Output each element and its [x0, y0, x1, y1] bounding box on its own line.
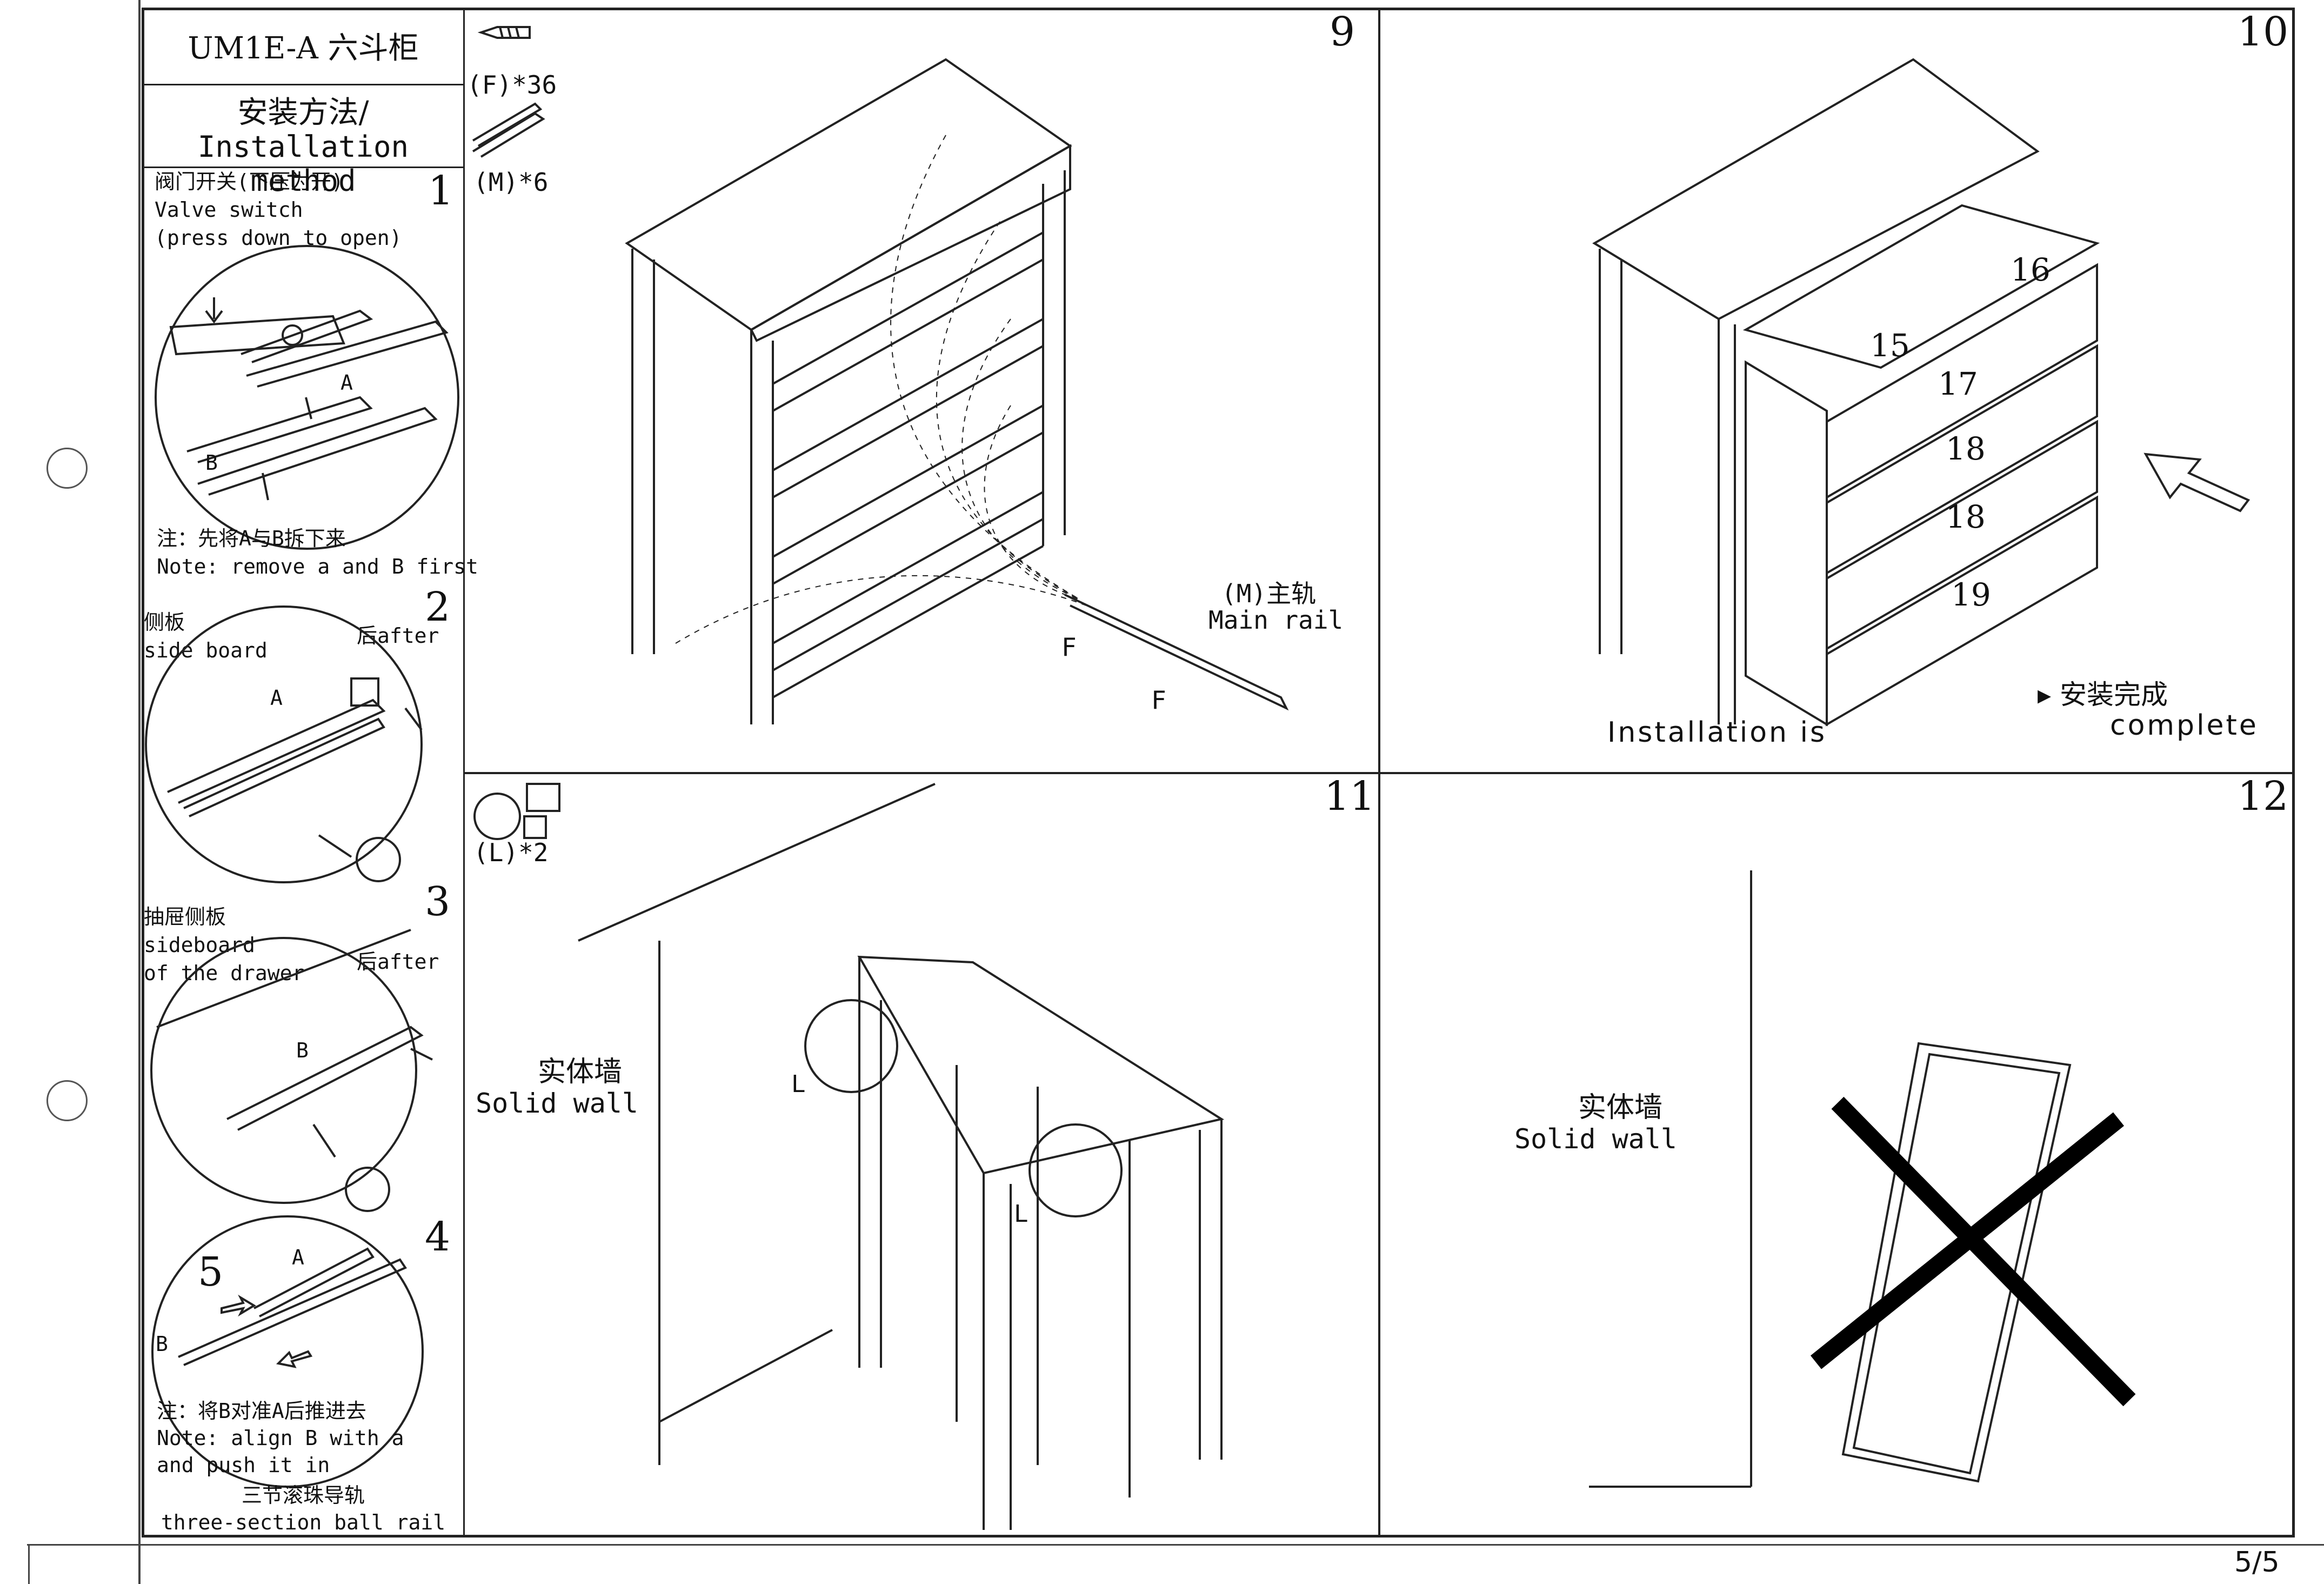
step2-rail-a: A: [270, 686, 283, 710]
drawer-label-18b: 18: [1946, 498, 1986, 535]
page-number: 5/5: [2234, 1546, 2280, 1579]
step1-rail-b: B: [205, 451, 218, 475]
step2-after: 后after: [357, 624, 439, 648]
push-arrow-icon: [2143, 452, 2250, 513]
screw-label-f1: F: [1061, 633, 1077, 662]
rail-caption-cn: 三节滚珠导轨: [241, 1483, 365, 1507]
solid-wall-cn-12: 实体墙: [1578, 1092, 1663, 1124]
drawer-label-16: 16: [2011, 251, 2051, 288]
solid-wall-en-11: Solid wall: [476, 1088, 639, 1119]
binder-hole-bottom: [46, 1080, 88, 1121]
step4-note-cn: 注：将B对准A后推进去: [157, 1399, 366, 1423]
step-number-4: 4: [425, 1214, 451, 1260]
panel-number-11: 11: [1324, 773, 1375, 820]
anti-tip-kit-icon: [473, 783, 560, 840]
step-number-2: 2: [425, 584, 451, 630]
bracket-label-l1: L: [791, 1070, 806, 1098]
step4-rail-b: B: [156, 1332, 168, 1356]
step3-sideboard-cn: 抽屉侧板: [144, 905, 226, 929]
step1-rail-a: A: [340, 371, 353, 395]
rail-caption-en: three-section ball rail: [161, 1510, 446, 1534]
step4-drawing: [151, 1215, 424, 1488]
step1-valve-en: Valve switch: [155, 198, 303, 222]
step1-valve-cn: 阀门开关(下压为开): [155, 170, 344, 194]
step3-drawing: [150, 929, 433, 1212]
rail-part-icon: [472, 102, 545, 158]
rail-count: (M)*6: [473, 168, 549, 197]
drawer-label-15: 15: [1870, 327, 1910, 364]
step1-note-en: Note: remove a and B first: [157, 555, 478, 578]
step2-side-en: side board: [144, 638, 268, 662]
margin-line: [138, 0, 141, 1584]
main-rail-en: Main rail: [1208, 605, 1344, 635]
screw-icon: [477, 26, 531, 39]
steps-box: [142, 167, 465, 1538]
panel-number-10: 10: [2238, 9, 2289, 55]
grid-horizontal-divider: [465, 772, 2295, 774]
step3-rail-b: B: [296, 1039, 309, 1062]
bracket-label-l2: L: [1014, 1200, 1029, 1228]
solid-wall-cn-11: 实体墙: [538, 1056, 623, 1088]
step-number-3: 3: [425, 878, 451, 925]
solid-wall-en-12: Solid wall: [1514, 1123, 1678, 1155]
step1-note-cn: 注：先将A与B拆下来: [157, 527, 346, 550]
step2-side-cn: 侧板: [144, 610, 185, 634]
footer-rule: [27, 1544, 2324, 1546]
binder-hole-top: [46, 448, 88, 489]
step4-note-en2: and push it in: [157, 1453, 330, 1477]
cabinet-frame-drawing: [625, 58, 1289, 724]
method-title-en: Installation method: [197, 130, 409, 198]
step4-note-en1: Note: align B with a: [157, 1426, 404, 1450]
step1-text: 阀门开关(下压为开) Valve switch (press down to o…: [155, 168, 402, 252]
drawer-label-17: 17: [1938, 365, 1978, 402]
step2-drawing: [145, 605, 423, 883]
panel-number-12: 12: [2238, 773, 2289, 820]
assembled-chest-drawing: [1592, 58, 2100, 727]
complete-cn: ▸ 安装完成: [2038, 679, 2168, 710]
screw-count: (F)*36: [467, 70, 557, 99]
complete-en2: complete: [2110, 709, 2259, 742]
footer-tick: [28, 1544, 30, 1584]
anti-tip-count: (L)*2: [473, 838, 549, 867]
step4-rail-a: A: [292, 1246, 304, 1269]
method-title-cn: 安装方法/: [237, 95, 369, 130]
drawer-label-18a: 18: [1946, 430, 1986, 467]
step-number-1: 1: [428, 168, 454, 214]
wall-cabinet-drawing: [578, 783, 1225, 1530]
step3-sideboard-en: sideboard: [144, 933, 255, 957]
step1-press: (press down to open): [155, 226, 402, 250]
screw-label-f2: F: [1151, 685, 1166, 715]
step-number-5: 5: [198, 1249, 224, 1295]
main-rail-cn: (M)主轨: [1221, 579, 1317, 608]
leaning-mirror-drawing: [1589, 870, 2136, 1488]
model-title: UM1E-A 六斗柜: [188, 31, 419, 66]
drawer-label-19: 19: [1951, 576, 1991, 613]
panel-number-9: 9: [1330, 9, 1355, 55]
step2-text: 侧板 side board: [144, 608, 268, 664]
step1-drawing: [155, 245, 459, 550]
step3-text: 抽屉侧板 sideboard of the drawer: [144, 903, 304, 987]
complete-en1: Installation is: [1607, 716, 1827, 749]
